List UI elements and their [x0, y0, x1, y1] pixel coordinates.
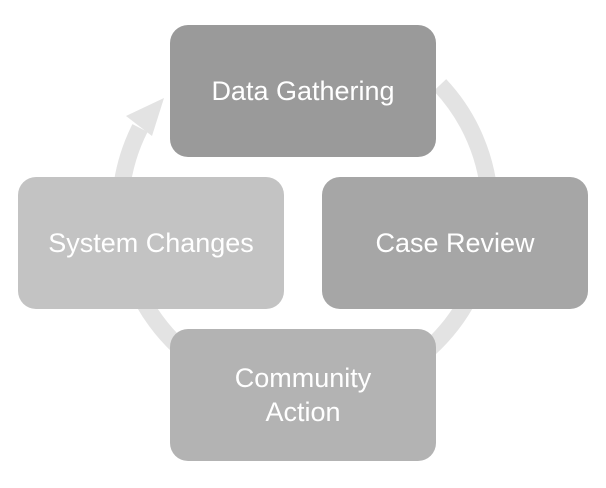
node-data-gathering-label: Data Gathering	[211, 76, 395, 106]
node-community-action: Community Action	[170, 329, 436, 461]
node-community-action-label: Community Action	[234, 363, 372, 427]
node-system-changes-label: System Changes	[48, 228, 254, 258]
node-data-gathering: Data Gathering	[170, 25, 436, 157]
node-case-review-label: Case Review	[375, 228, 535, 258]
cycle-arrowhead-icon	[126, 98, 164, 136]
node-case-review: Case Review	[322, 177, 588, 309]
node-system-changes: System Changes	[18, 177, 284, 309]
